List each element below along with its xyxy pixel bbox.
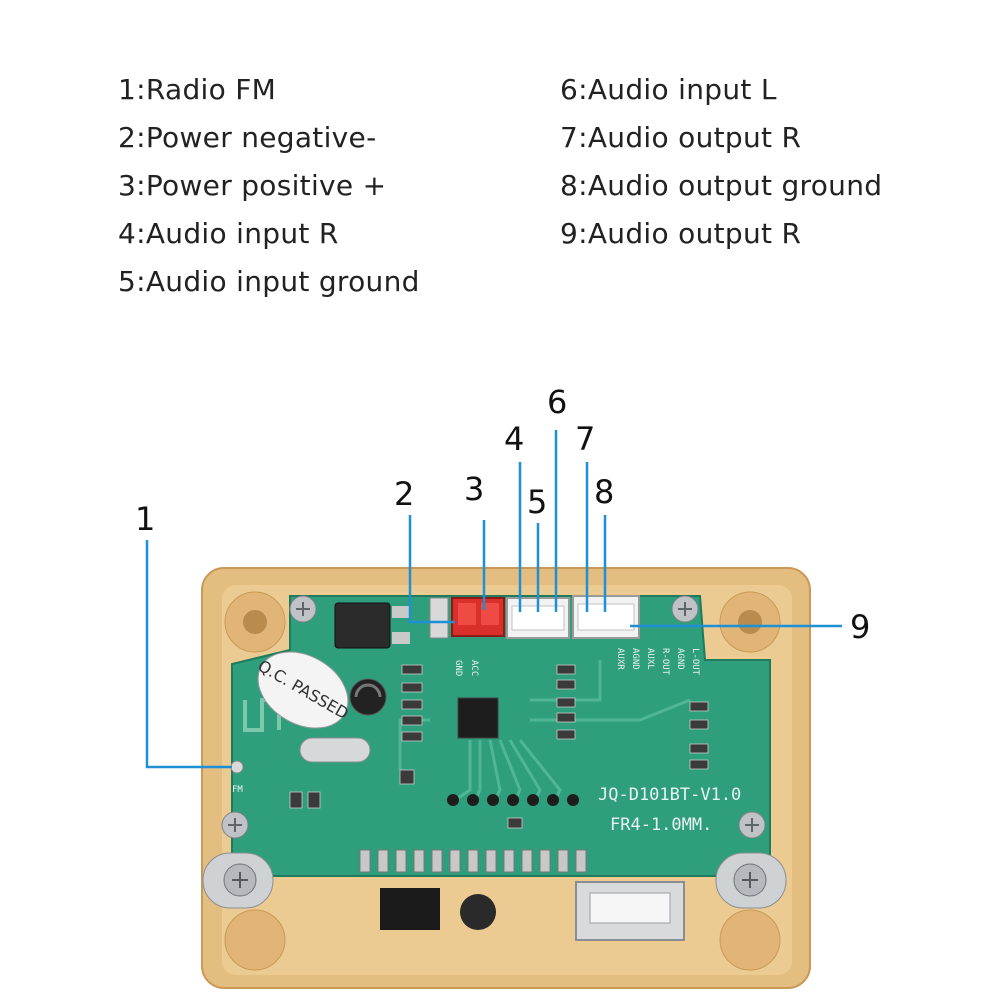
callout-4: 4 [504, 420, 524, 458]
leader-1 [145, 540, 232, 769]
legend-item-3: 3:Power positive + [118, 169, 387, 202]
pin-label-lout: L-OUT [690, 648, 700, 676]
usb-port [575, 881, 685, 941]
callout-2: 2 [394, 475, 414, 513]
ir-receiver [380, 888, 440, 930]
callout-6: 6 [547, 383, 567, 421]
callout-9: 9 [850, 608, 870, 646]
mount-plate-left [202, 852, 274, 909]
board-spec-label: FR4-1.0MM. [610, 815, 712, 835]
legend-left-column: 1:Radio FM 2:Power negative- 3:Power pos… [118, 66, 420, 306]
mount-plate-right [715, 852, 787, 909]
pin-label-rout: R-OUT [660, 648, 670, 676]
callout-numbers: 1 2 3 4 5 6 7 8 9 [135, 383, 870, 646]
pin-label-auxr: AUXR [615, 648, 625, 670]
legend-item-5: 5:Audio input ground [118, 265, 420, 298]
pin-label-acc: ACC [469, 660, 479, 676]
legend-right-column: 6:Audio input L 7:Audio output R 8:Audio… [560, 66, 882, 258]
pin-label-gnd: GND [453, 660, 463, 676]
pin-label-agnd: AGND [630, 648, 640, 670]
legend-item-7: 7:Audio output R [560, 121, 802, 154]
callout-5: 5 [527, 483, 547, 521]
led-icon [460, 894, 496, 930]
callout-1: 1 [135, 500, 155, 538]
pin-label-auxl: AUXL [645, 648, 655, 670]
header-pins [359, 849, 587, 873]
legend-item-8: 8:Audio output ground [560, 169, 883, 202]
legend-item-6: 6:Audio input L [560, 73, 777, 106]
pcb: Q.C. PASSED [221, 595, 771, 877]
pin-label-agnd-2: AGND [675, 648, 685, 670]
fm-pad-label: FM [232, 785, 243, 795]
legend-item-4: 4:Audio input R [118, 217, 339, 250]
legend-item-2: 2:Power negative- [118, 121, 377, 154]
callout-3: 3 [464, 470, 484, 508]
leader-2 [408, 515, 455, 624]
legend-item-9: 9:Audio output R [560, 217, 802, 250]
leader-lines [145, 430, 842, 769]
screw-icon [221, 595, 766, 839]
callout-7: 7 [575, 420, 595, 458]
board-model-label: JQ-D101BT-V1.0 [598, 785, 741, 805]
legend-item-1: 1:Radio FM [118, 73, 277, 106]
callout-8: 8 [594, 473, 614, 511]
power-connector [451, 597, 505, 637]
